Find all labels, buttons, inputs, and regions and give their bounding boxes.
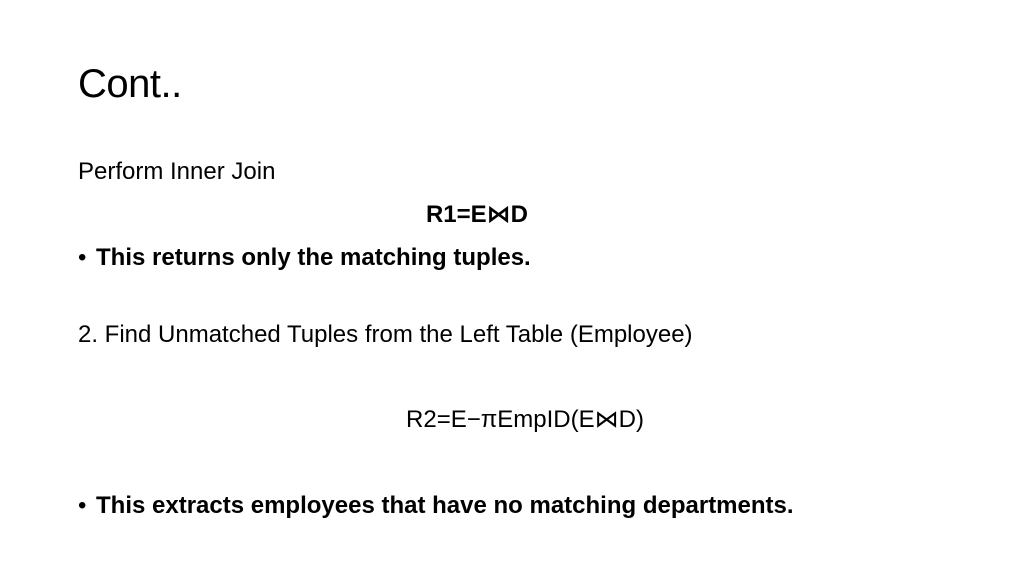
subheading-inner-join: Perform Inner Join	[78, 158, 276, 185]
formula-r1: R1=E⋈D	[425, 201, 529, 228]
bullet-text-matching: This returns only the matching tuples.	[96, 244, 531, 271]
bullet-icon: •	[78, 492, 87, 519]
slide-title: Cont..	[78, 62, 182, 106]
bullet-item-unmatched: • This extracts employees that have no ma…	[78, 490, 794, 522]
bullet-text-unmatched: This extracts employees that have no mat…	[96, 492, 794, 519]
formula-r2: R2=E−πEmpID(E⋈D)	[406, 406, 644, 433]
bullet-icon: •	[78, 244, 87, 271]
bullet-item-matching: • This returns only the matching tuples.	[78, 242, 531, 274]
step-2-heading: 2. Find Unmatched Tuples from the Left T…	[78, 321, 693, 348]
